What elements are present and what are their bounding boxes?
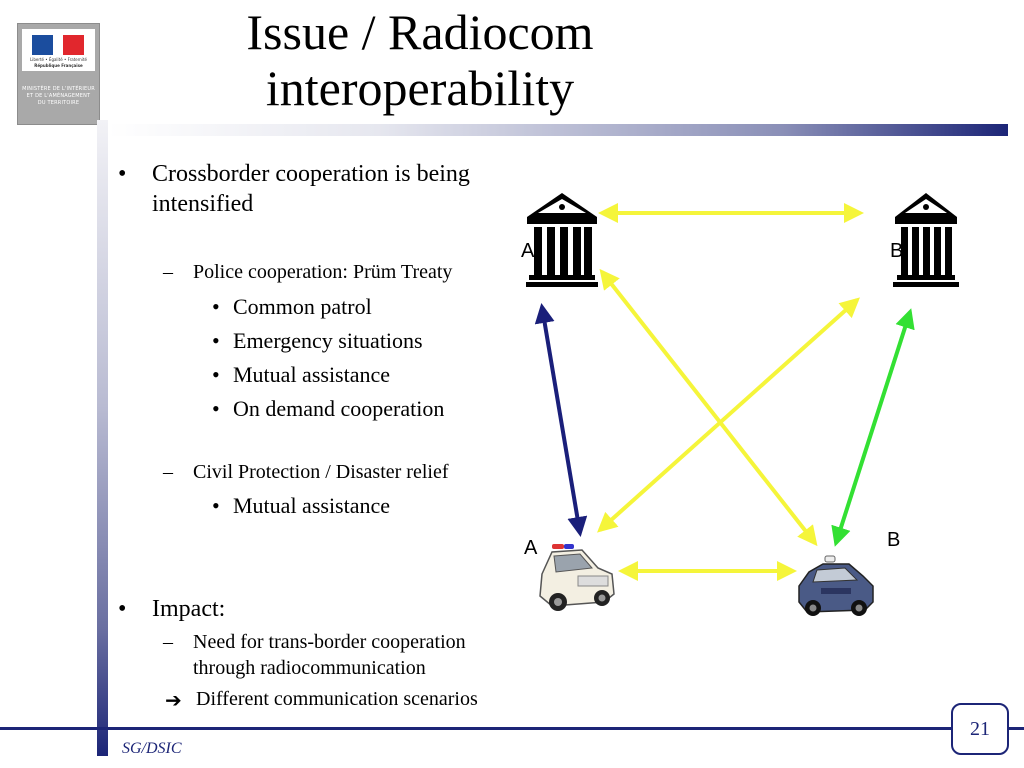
right-arrow-icon: ➔ [165,690,182,712]
vertical-gradient-bar [97,120,108,756]
logo-ministry-name: MINISTÈRE DE L'INTÉRIEUR ET DE L'AMÉNAGE… [22,86,95,106]
bullet-marker: • [118,161,127,187]
dash-marker: – [163,631,173,653]
dash-marker: – [163,461,173,483]
link-building-b-car-b [831,308,915,547]
item-mutual-assistance: Mutual assistance [233,362,391,387]
police-car-b-icon [798,555,874,616]
bullet-marker: • [212,294,220,319]
item-common-patrol: Common patrol [233,294,372,319]
bullet-crossborder-line2: intensified [152,191,254,217]
label-car-a: A [524,537,538,559]
link-building-a-car-b [599,268,818,547]
logo-flag-panel: Liberté • Égalité • Fraternité Républiqu… [22,29,95,71]
label-building-a: A [521,240,535,262]
sub-bullet-need-line1: Need for trans-border cooperation [193,631,466,653]
building-a-icon [526,193,598,287]
item-on-demand: On demand cooperation [233,396,445,421]
sub-bullet-scenarios: Different communication scenarios [196,688,478,710]
bullet-crossborder-line1: Crossborder cooperation is being [152,161,470,187]
building-b-icon [893,193,959,287]
bullet-impact: Impact: [152,596,226,622]
bullet-marker: • [212,362,220,387]
slide-title: Issue / Radiocom interoperability [246,4,594,116]
footer-organization: SG/DSIC [122,740,182,757]
item-emergency: Emergency situations [233,328,423,353]
sub-bullet-police: Police cooperation: Prüm Treaty [193,261,453,283]
item-civil-mutual: Mutual assistance [233,493,391,518]
ministry-logo: Liberté • Égalité • Fraternité Républiqu… [17,23,100,125]
bullet-marker: • [118,596,127,622]
sub-bullet-civil: Civil Protection / Disaster relief [193,461,449,483]
bullet-marker: • [212,328,220,353]
logo-republic: République Française [34,63,83,68]
bullet-marker: • [212,493,220,518]
link-building-b-car-a [597,297,860,533]
police-car-a-icon [539,544,615,611]
bullet-marker: • [212,396,220,421]
label-building-b: B [890,240,904,262]
marianne-flag-icon [32,35,84,55]
footer-divider [0,727,1024,730]
logo-motto: Liberté • Égalité • Fraternité [30,57,87,62]
horizontal-gradient-bar [108,124,1008,136]
sub-bullet-need-line2: through radiocommunication [193,657,426,679]
label-car-b: B [887,529,901,551]
link-building-a-car-a [534,303,588,537]
dash-marker: – [163,261,173,283]
page-number-badge: 21 [951,703,1009,755]
